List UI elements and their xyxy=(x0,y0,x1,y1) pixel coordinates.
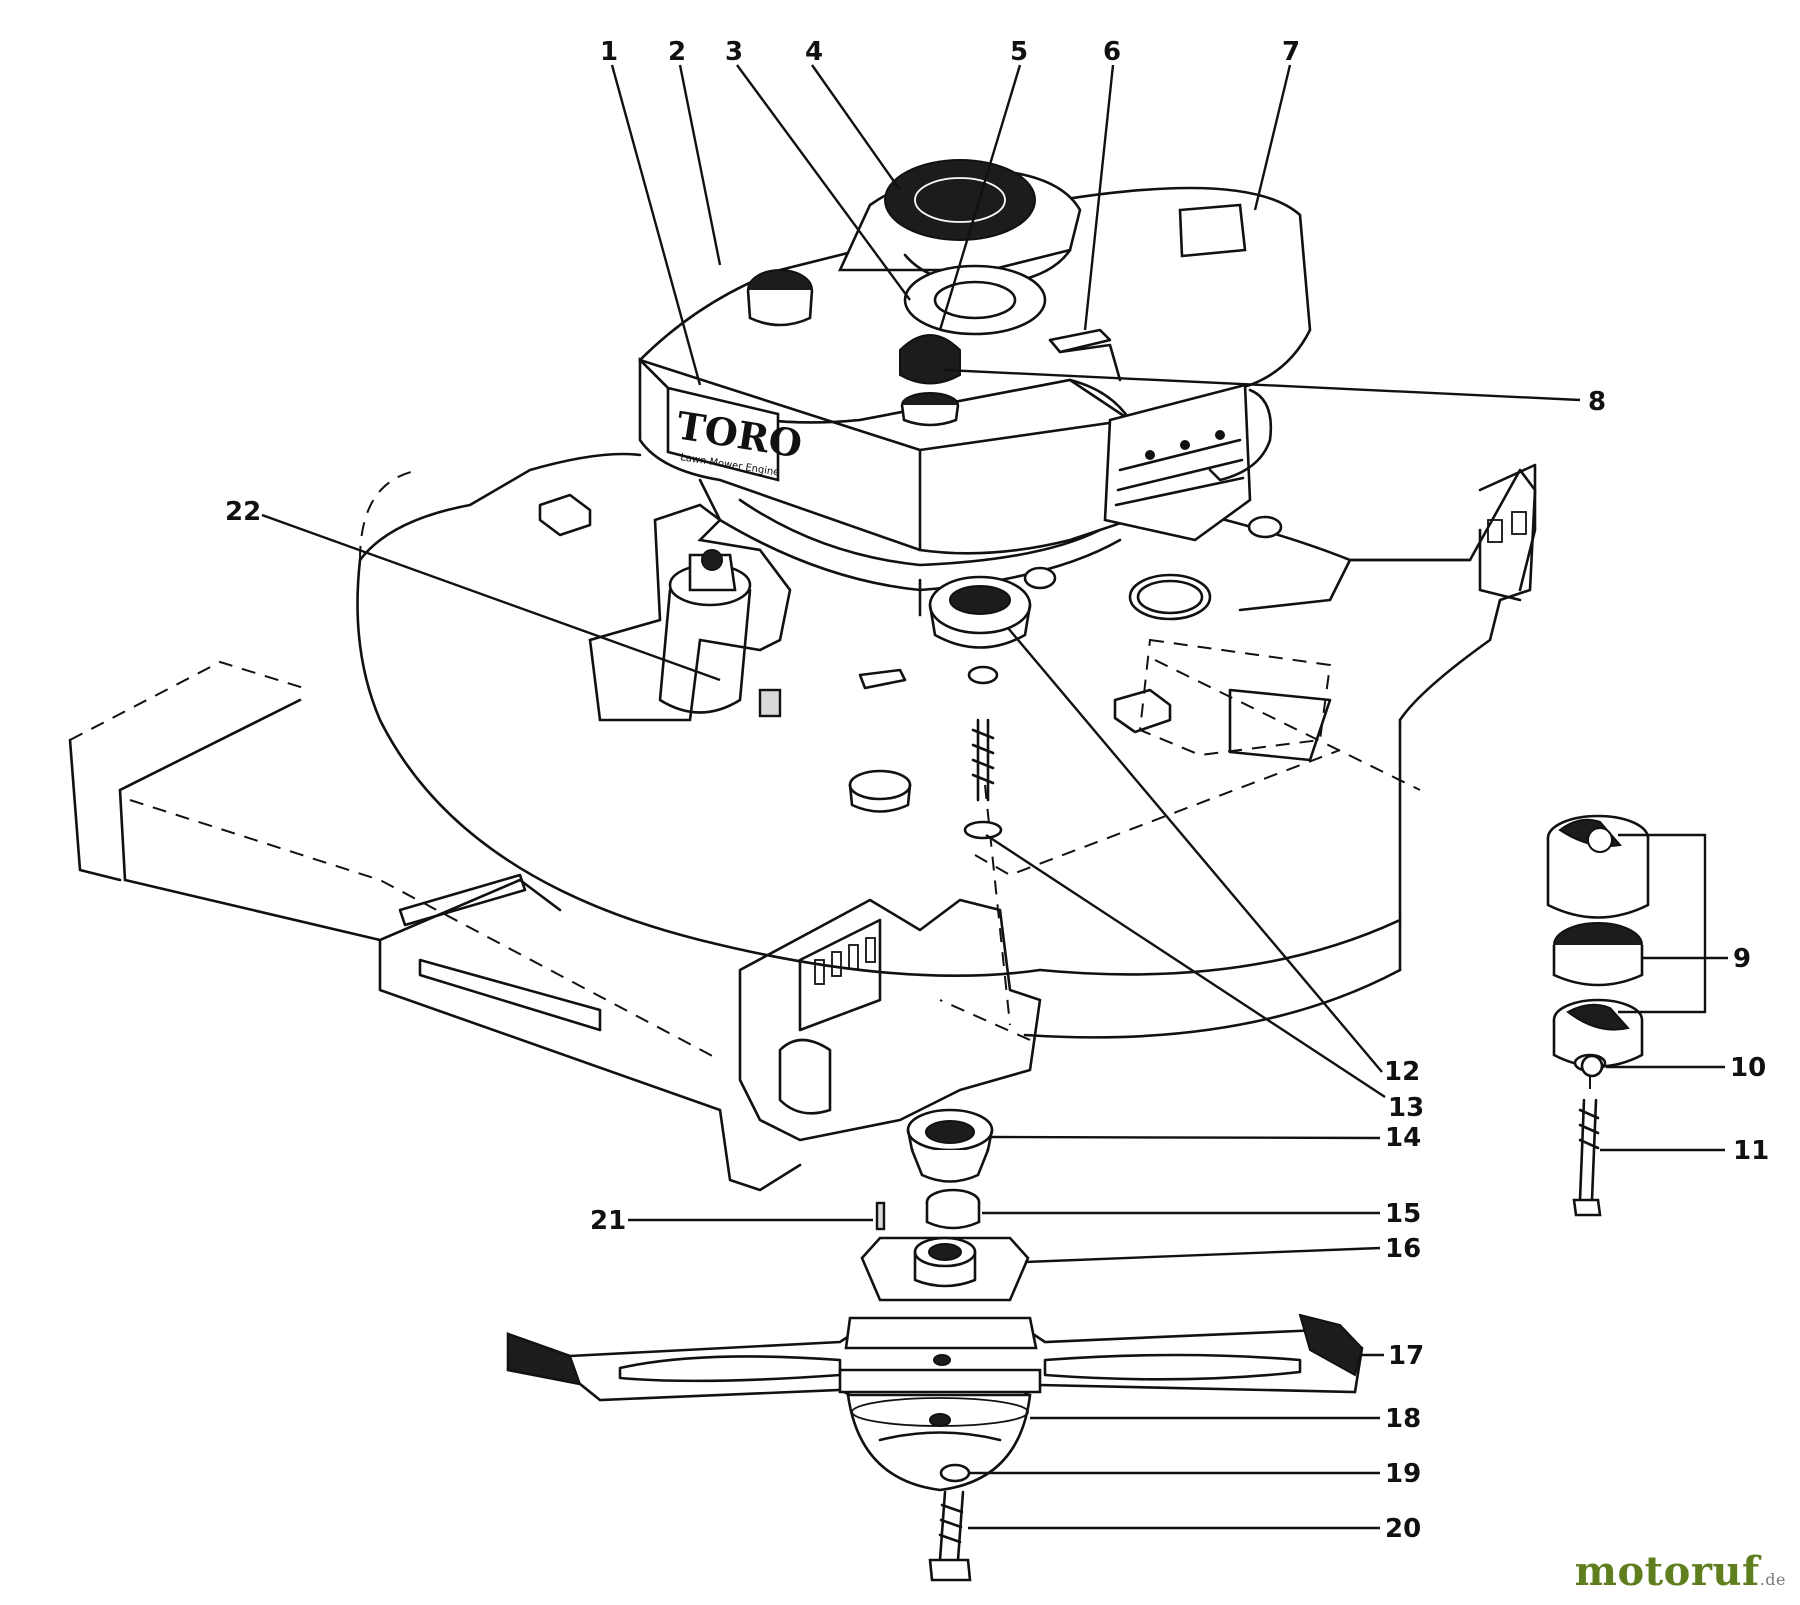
starter-motor xyxy=(588,503,792,722)
wheel-adapter-stack xyxy=(1546,814,1650,1217)
blade-assembly xyxy=(506,1108,1364,1582)
callout-15: 15 xyxy=(1385,1199,1421,1229)
watermark: motoruf.de xyxy=(1575,1548,1786,1595)
deck-boss xyxy=(848,769,912,813)
mower-deck xyxy=(68,452,1537,1192)
callout-11: 11 xyxy=(1733,1136,1769,1166)
pulley xyxy=(918,566,1057,649)
callout-10: 10 xyxy=(1730,1053,1766,1083)
fuel-cap xyxy=(746,269,814,327)
callout-2: 2 xyxy=(668,37,686,67)
recoil-starter xyxy=(837,159,1082,336)
callout-12: 12 xyxy=(1384,1057,1420,1087)
callout-1: 1 xyxy=(600,37,618,67)
deck-tab xyxy=(538,493,1172,734)
callout-19: 19 xyxy=(1385,1459,1421,1489)
oil-fill-cap xyxy=(899,334,961,427)
callout-6: 6 xyxy=(1103,37,1121,67)
callout-14: 14 xyxy=(1385,1123,1421,1153)
leader-lines xyxy=(261,64,1728,1530)
callout-22: 22 xyxy=(225,497,261,527)
watermark-text: motoruf xyxy=(1574,1548,1760,1595)
callout-3: 3 xyxy=(725,37,743,67)
watermark-suffix: .de xyxy=(1759,1570,1786,1589)
callout-18: 18 xyxy=(1385,1404,1421,1434)
callout-7: 7 xyxy=(1282,37,1300,67)
callout-8: 8 xyxy=(1588,387,1606,417)
callout-4: 4 xyxy=(805,37,823,67)
callout-16: 16 xyxy=(1385,1234,1421,1264)
callout-5: 5 xyxy=(1010,37,1028,67)
engine-assembly: TORO Lawn Mower Engine xyxy=(588,159,1312,840)
callout-labels: 1 2 3 4 5 6 7 8 9 10 11 12 13 14 15 16 1… xyxy=(225,37,1769,1544)
callout-17: 17 xyxy=(1388,1341,1424,1371)
callout-13: 13 xyxy=(1388,1093,1424,1123)
callout-20: 20 xyxy=(1385,1514,1421,1544)
callout-9: 9 xyxy=(1733,944,1751,974)
callout-21: 21 xyxy=(590,1206,626,1236)
